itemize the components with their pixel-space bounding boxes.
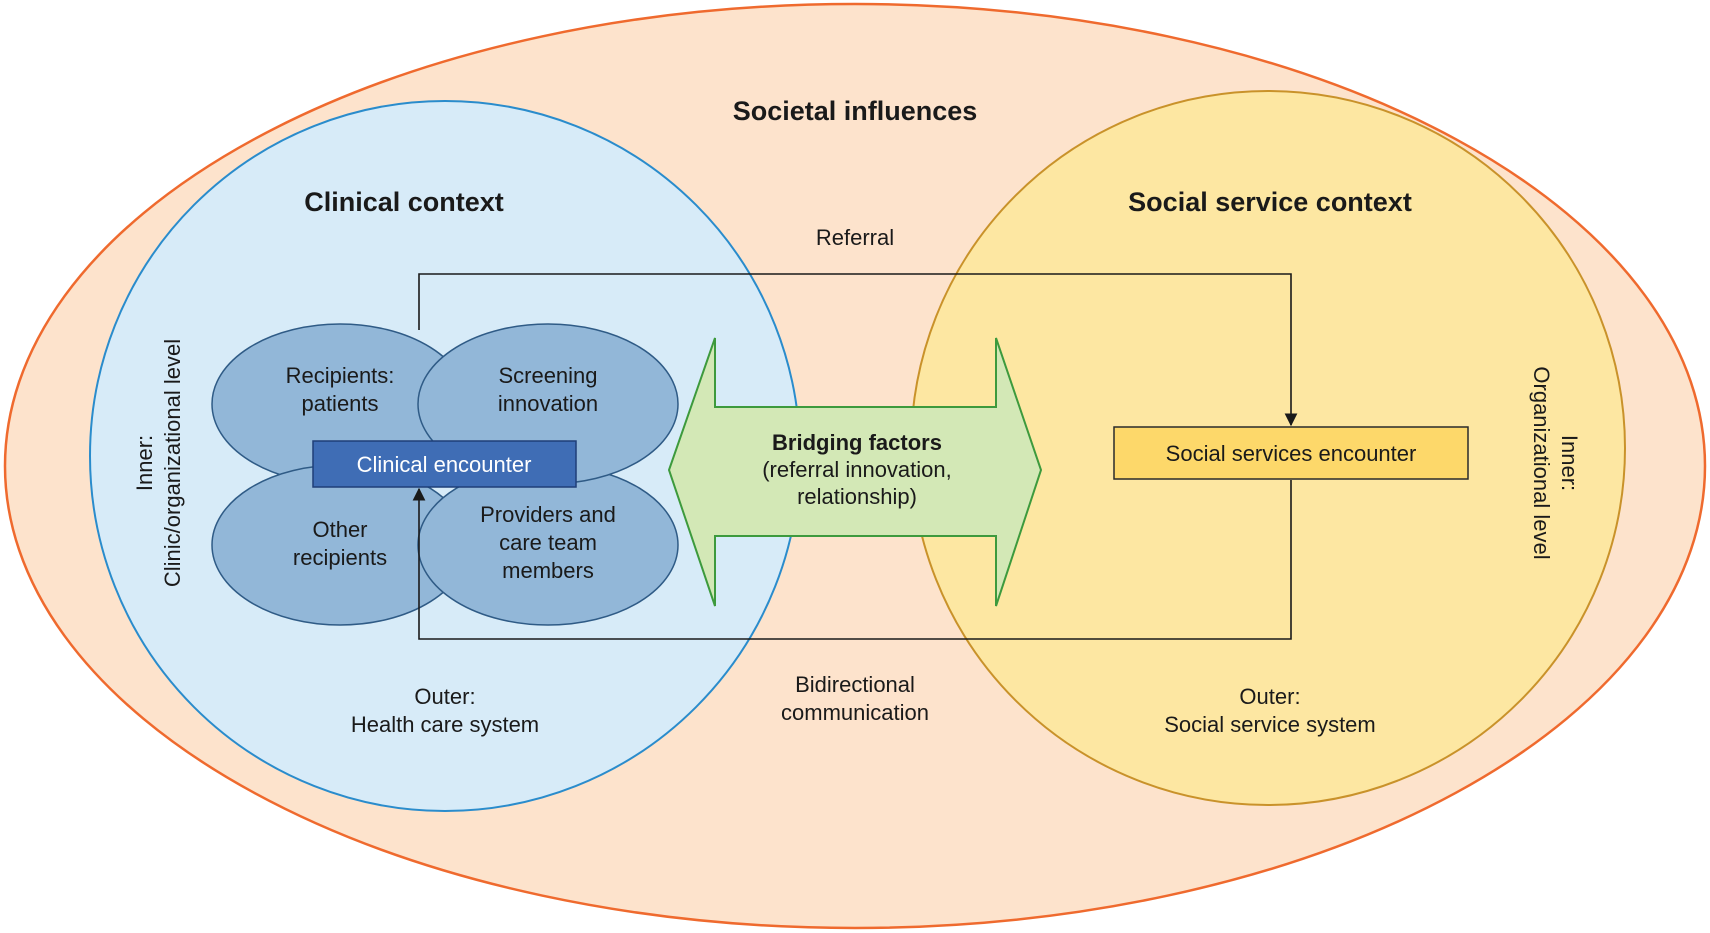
social-services-encounter-label: Social services encounter [1166,441,1417,466]
societal-influences-title: Societal influences [733,96,978,126]
clinical-context-title: Clinical context [304,187,504,217]
svg-text:Clinic/organizational level: Clinic/organizational level [160,339,185,587]
bridging-factors-arrow [667,337,1043,607]
clinical-outer-label-line2: Health care system [351,712,539,737]
clinical-inner-label: Inner: Clinic/organizational level [132,339,185,587]
svg-text:Inner:: Inner: [1557,435,1582,491]
referral-label: Referral [816,225,894,250]
svg-text:Organizational level: Organizational level [1529,366,1554,559]
social-inner-label: Inner: Organizational level [1529,366,1582,559]
social-service-context-title: Social service context [1128,187,1412,217]
social-services-encounter-box [1113,426,1469,480]
clinical-encounter-box [312,440,577,488]
providers-label-3: members [502,558,594,583]
other-recipients-label-1: Other [312,517,367,542]
social-outer-label-line1: Outer: [1239,684,1300,709]
svg-text:Inner:: Inner: [132,435,157,491]
clinical-encounter-label: Clinical encounter [357,452,532,477]
screening-innovation-label-2: innovation [498,391,598,416]
bidirectional-communication-label-1: Bidirectional [795,672,915,697]
providers-label-2: care team [499,530,597,555]
screening-innovation-label-1: Screening [498,363,597,388]
referral-connector [418,273,1298,427]
bridging-factors-title: Bridging factors [772,430,942,455]
recipients-patients-label-1: Recipients: [286,363,395,388]
clinical-outer-label-line1: Outer: [414,684,475,709]
providers-label-1: Providers and [480,502,616,527]
bidirectional-communication-connector [412,480,1292,640]
bridging-factors-line2: (referral innovation, [762,457,952,482]
bidirectional-communication-label-2: communication [781,700,929,725]
other-recipients-label-2: recipients [293,545,387,570]
bridging-factors-line3: relationship) [797,484,917,509]
recipients-patients-label-2: patients [301,391,378,416]
social-outer-label-line2: Social service system [1164,712,1376,737]
